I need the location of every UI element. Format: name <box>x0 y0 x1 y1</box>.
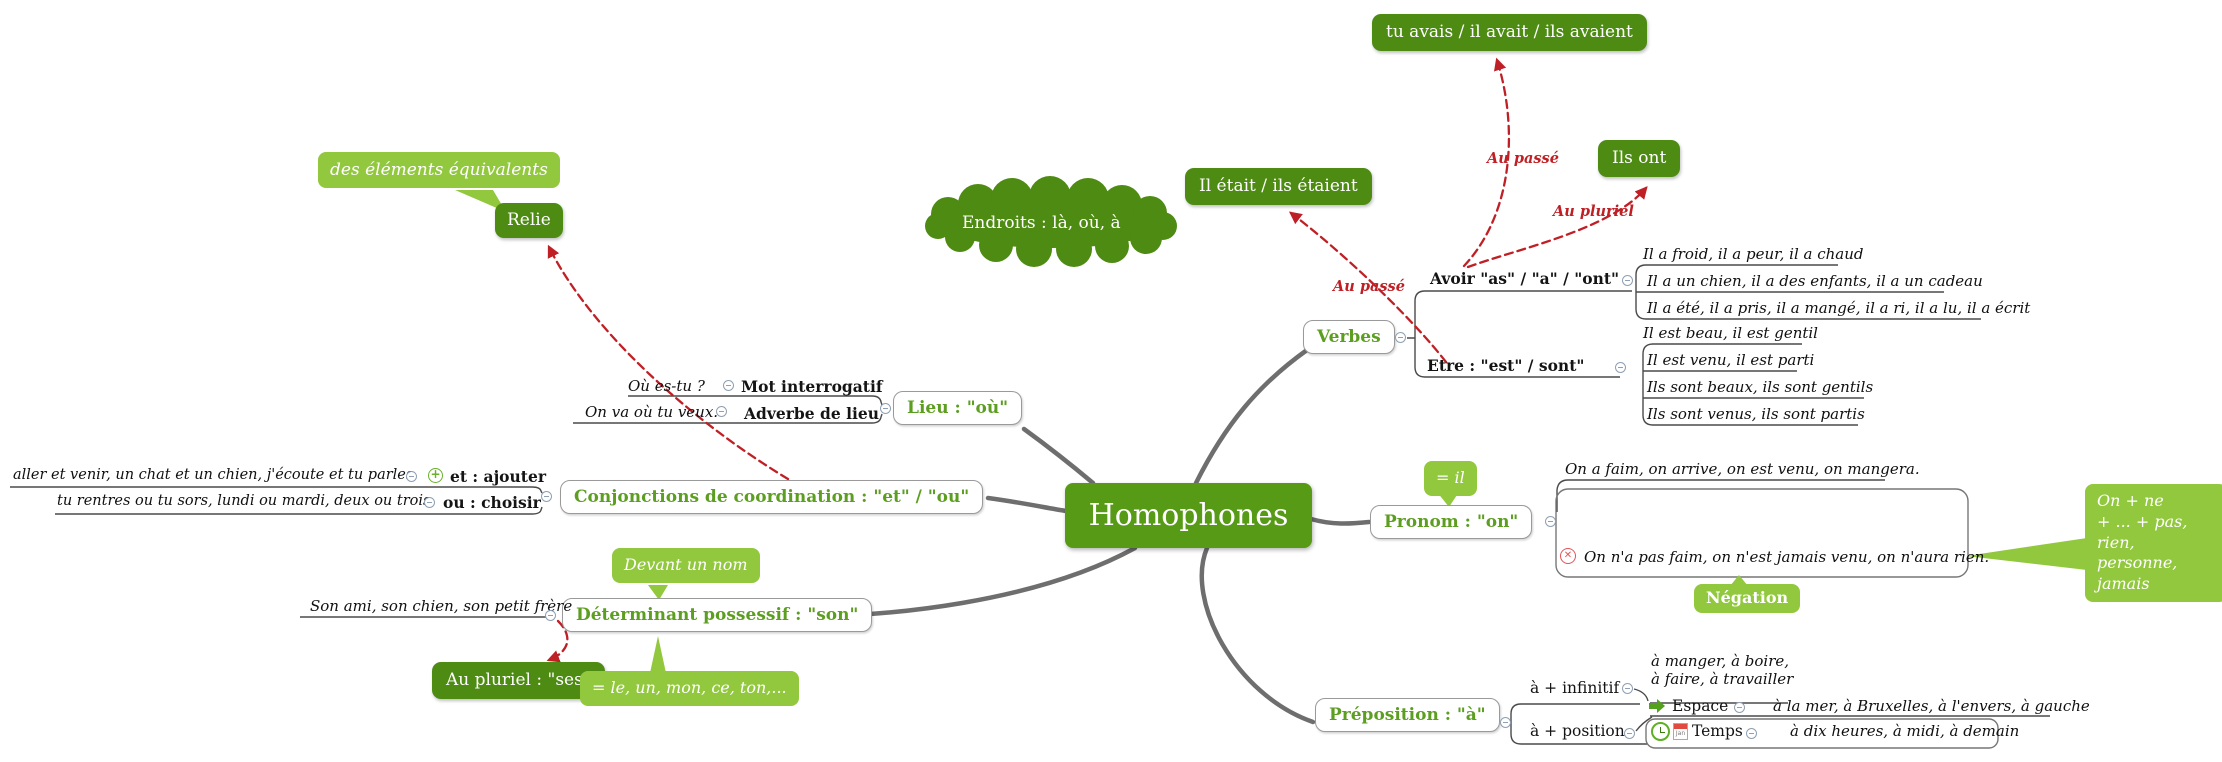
node-ou-choisir[interactable]: ou : choisir <box>443 493 541 512</box>
node-au-pluriel-ses[interactable]: Au pluriel : "ses" <box>432 662 605 700</box>
topic-lieu-ou[interactable]: Lieu : "où" <box>893 391 1023 425</box>
etre-example-1[interactable]: Il est beau, il est gentil <box>1643 324 1818 342</box>
etre-example-4[interactable]: Ils sont venus, ils sont partis <box>1647 405 1865 423</box>
node-espace[interactable]: Espace <box>1672 697 1729 715</box>
node-temps[interactable]: Temps <box>1692 722 1743 740</box>
collapse-conjonctions[interactable] <box>541 491 552 502</box>
collapse-adverbe[interactable] <box>716 406 727 417</box>
collapse-espace[interactable] <box>1734 702 1745 713</box>
etre-example-2[interactable]: Il est venu, il est parti <box>1647 351 1815 369</box>
avoir-example-3[interactable]: Il a été, il a pris, il a mangé, il a ri… <box>1647 299 2031 317</box>
collapse-mot-interrogatif[interactable] <box>723 380 734 391</box>
bubble-on-ne-note[interactable]: On + ne + ... + pas, rien, personne, jam… <box>2085 484 2222 602</box>
topic-conjonctions[interactable]: Conjonctions de coordination : "et" / "o… <box>560 480 984 514</box>
forbidden-icon: ✕ <box>1560 548 1576 564</box>
node-etre[interactable]: Etre : "est" / sont" <box>1427 356 1585 375</box>
temps-example[interactable]: à dix heures, à midi, à demain <box>1790 722 2020 740</box>
node-tu-avais[interactable]: tu avais / il avait / ils avaient <box>1372 14 1647 52</box>
bubble-des-elements[interactable]: des éléments équivalents <box>318 152 560 189</box>
collapse-ou[interactable] <box>424 497 435 508</box>
node-a-position[interactable]: à + position <box>1530 722 1625 740</box>
bubble-le-un-mon[interactable]: = le, un, mon, ce, ton,... <box>580 671 799 706</box>
pronom-example-positive[interactable]: On a faim, on arrive, on est venu, on ma… <box>1565 460 1920 478</box>
collapse-avoir[interactable] <box>1622 275 1633 286</box>
clock-icon <box>1651 722 1670 741</box>
bubble-negation[interactable]: Négation <box>1694 584 1801 613</box>
collapse-position[interactable] <box>1624 728 1635 739</box>
node-adverbe-de-lieu[interactable]: Adverbe de lieu <box>744 404 879 423</box>
node-relie[interactable]: Relie <box>495 203 563 239</box>
bubble-egal-il[interactable]: = il <box>1424 461 1477 496</box>
topic-verbes[interactable]: Verbes <box>1303 320 1395 354</box>
node-a-infinitif[interactable]: à + infinitif <box>1530 679 1620 697</box>
node-ils-ont[interactable]: Ils ont <box>1598 140 1681 178</box>
link-label-au-passe-etre: Au passé <box>1333 278 1405 295</box>
link-label-au-passe-avoir: Au passé <box>1487 150 1559 167</box>
collapse-et[interactable] <box>406 471 417 482</box>
collapse-preposition[interactable] <box>1500 717 1511 728</box>
pronom-example-negative[interactable]: On n'a pas faim, on n'est jamais venu, o… <box>1584 548 1990 566</box>
determinant-example[interactable]: Son ami, son chien, son petit frère <box>310 597 573 615</box>
avoir-example-1[interactable]: Il a froid, il a peur, il a chaud <box>1643 245 1864 263</box>
node-et-ajouter[interactable]: et : ajouter <box>450 467 546 486</box>
collapse-lieu[interactable] <box>880 403 891 414</box>
collapse-etre[interactable] <box>1615 362 1626 373</box>
collapse-determinant[interactable] <box>545 610 556 621</box>
topic-preposition-a[interactable]: Préposition : "à" <box>1315 698 1500 732</box>
bubble-devant-un-nom[interactable]: Devant un nom <box>612 548 760 583</box>
node-endroits-cloud[interactable]: Endroits : là, où, à <box>962 213 1121 233</box>
node-il-etait[interactable]: Il était / ils étaient <box>1185 168 1372 206</box>
node-avoir[interactable]: Avoir "as" / "a" / "ont" <box>1430 269 1620 288</box>
conj-example-et[interactable]: aller et venir, un chat et un chien, j'é… <box>13 467 414 483</box>
conj-example-ou[interactable]: tu rentres ou tu sors, lundi ou mardi, d… <box>57 493 431 509</box>
collapse-temps[interactable] <box>1746 728 1757 739</box>
collapse-pronom[interactable] <box>1545 516 1556 527</box>
plus-icon: + <box>428 468 443 483</box>
collapse-infinitif[interactable] <box>1622 683 1633 694</box>
topic-pronom-on[interactable]: Pronom : "on" <box>1370 505 1533 539</box>
node-mot-interrogatif[interactable]: Mot interrogatif <box>741 377 883 396</box>
lieu-example-1[interactable]: Où es-tu ? <box>628 377 705 395</box>
lieu-example-2[interactable]: On va où tu veux. <box>585 403 719 421</box>
avoir-example-2[interactable]: Il a un chien, il a des enfants, il a un… <box>1647 272 1983 290</box>
central-topic[interactable]: Homophones <box>1065 483 1312 548</box>
espace-example[interactable]: à la mer, à Bruxelles, à l'envers, à gau… <box>1773 697 2090 715</box>
infinitif-example[interactable]: à manger, à boire, à faire, à travailler <box>1651 652 1794 688</box>
calendar-icon: Jan <box>1673 723 1688 740</box>
etre-example-3[interactable]: Ils sont beaux, ils sont gentils <box>1647 378 1874 396</box>
topic-determinant-son[interactable]: Déterminant possessif : "son" <box>562 598 873 632</box>
collapse-verbes[interactable] <box>1395 332 1406 343</box>
link-label-au-pluriel: Au pluriel <box>1553 203 1634 220</box>
